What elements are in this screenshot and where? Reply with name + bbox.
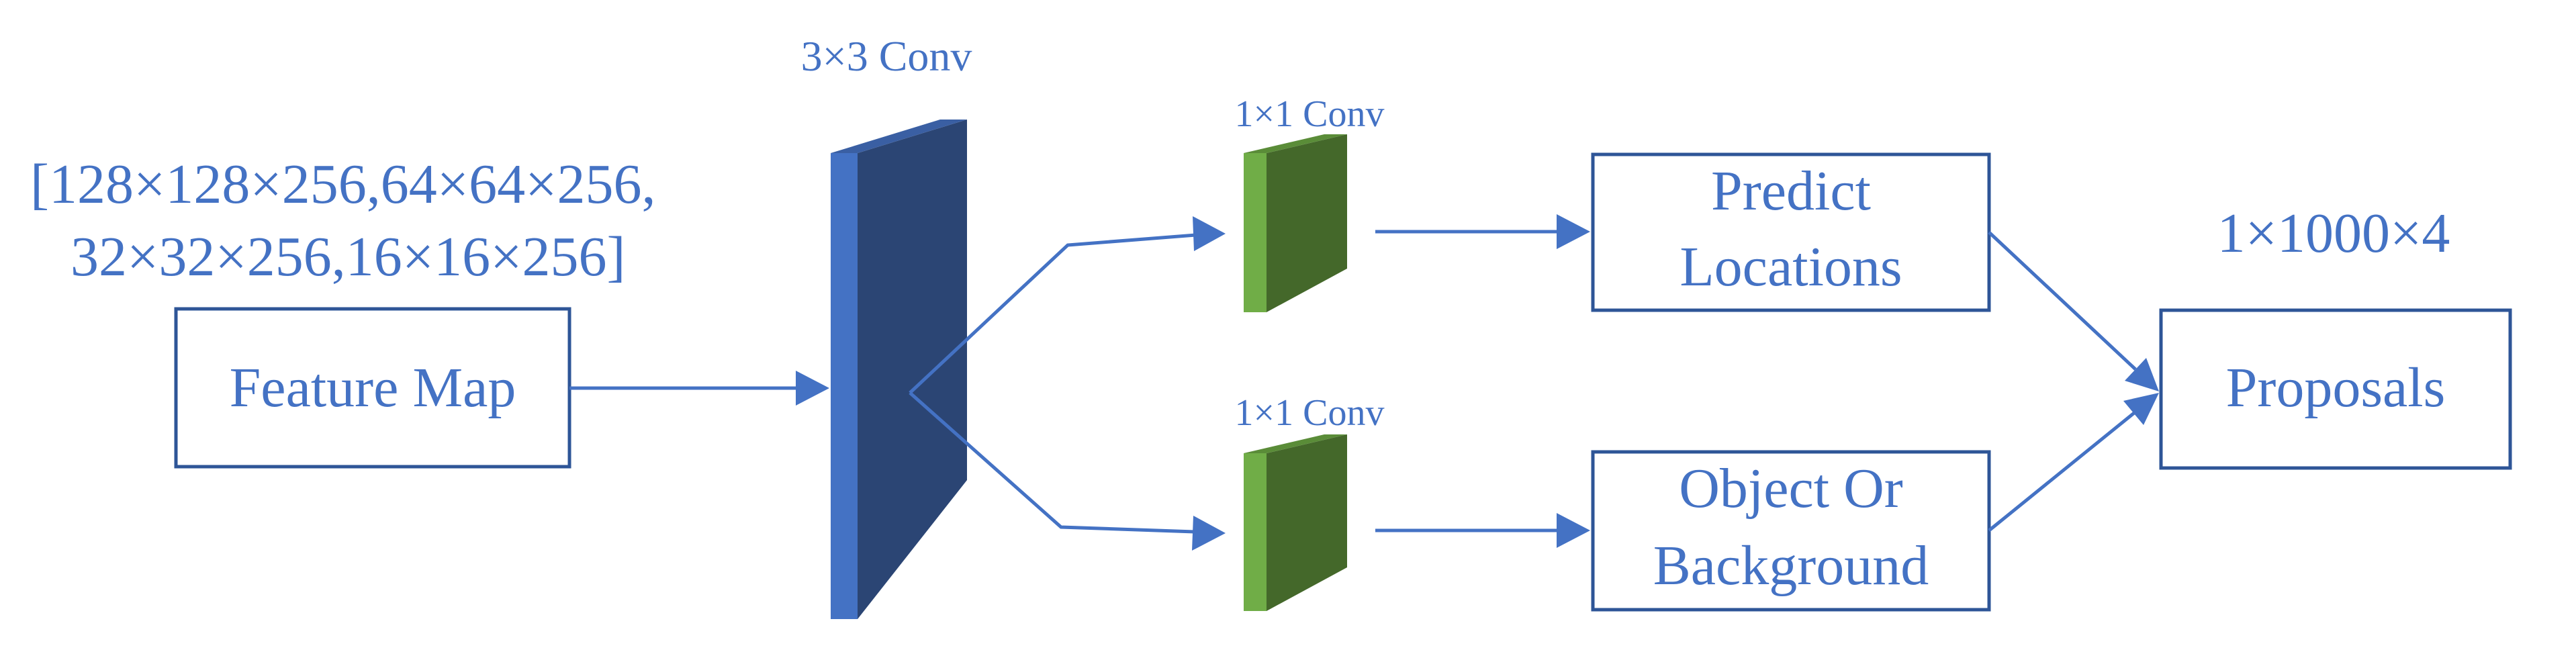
arrow-predict-to-proposals xyxy=(1988,231,2137,371)
conv3x3-label: 3×3 Conv xyxy=(801,32,972,80)
feature-map-label: Feature Map xyxy=(230,357,516,419)
arrowhead-object-to-proposals xyxy=(2123,393,2159,425)
conv1x1-top-top-face xyxy=(1244,134,1347,153)
arrowhead-branch-top xyxy=(1193,216,1226,251)
output-shape-label: 1×1000×4 xyxy=(2217,202,2450,265)
conv1x1-bottom-label: 1×1 Conv xyxy=(1235,392,1385,434)
branch-to-bottom-conv xyxy=(909,391,1196,534)
arrowhead-conv-top-to-predict xyxy=(1557,214,1590,249)
branch-to-top-conv xyxy=(909,233,1196,394)
arrowhead-predict-to-proposals xyxy=(2125,358,2159,391)
conv1x1-top-block xyxy=(1244,134,1347,312)
input-shape-line2: 32×32×256,16×16×256] xyxy=(71,226,625,288)
proposals-label: Proposals xyxy=(2226,357,2446,419)
arrowhead-featuremap-to-conv3x3 xyxy=(796,371,829,406)
arrow-object-to-proposals xyxy=(1988,412,2135,532)
conv3x3-side-face xyxy=(858,120,967,619)
conv3x3-front-face xyxy=(831,153,858,619)
object-or-background-line1: Object Or xyxy=(1679,457,1903,520)
conv1x1-bottom-side-face xyxy=(1267,434,1347,611)
conv3x3-top-face xyxy=(831,120,967,153)
conv1x1-top-side-face xyxy=(1267,134,1347,312)
input-shape-line1: [128×128×256,64×64×256, xyxy=(30,153,655,216)
predict-locations-line1: Predict xyxy=(1711,160,1871,222)
proposals-box: Proposals xyxy=(2159,308,2512,470)
conv3x3-block xyxy=(831,120,967,619)
object-or-background-line2: Background xyxy=(1653,534,1929,597)
predict-locations-box: Predict Locations xyxy=(1591,152,1991,312)
arrowhead-branch-bottom xyxy=(1192,516,1226,551)
conv1x1-bottom-block xyxy=(1244,434,1347,611)
feature-map-box: Feature Map xyxy=(174,307,571,469)
object-or-background-box: Object Or Background xyxy=(1591,450,1991,612)
arrowhead-conv-bottom-to-object xyxy=(1557,513,1590,548)
conv1x1-bottom-front-face xyxy=(1244,453,1267,611)
conv1x1-top-front-face xyxy=(1244,153,1267,312)
conv1x1-top-label: 1×1 Conv xyxy=(1235,93,1385,135)
conv1x1-bottom-top-face xyxy=(1244,434,1347,453)
predict-locations-line2: Locations xyxy=(1680,236,1902,298)
